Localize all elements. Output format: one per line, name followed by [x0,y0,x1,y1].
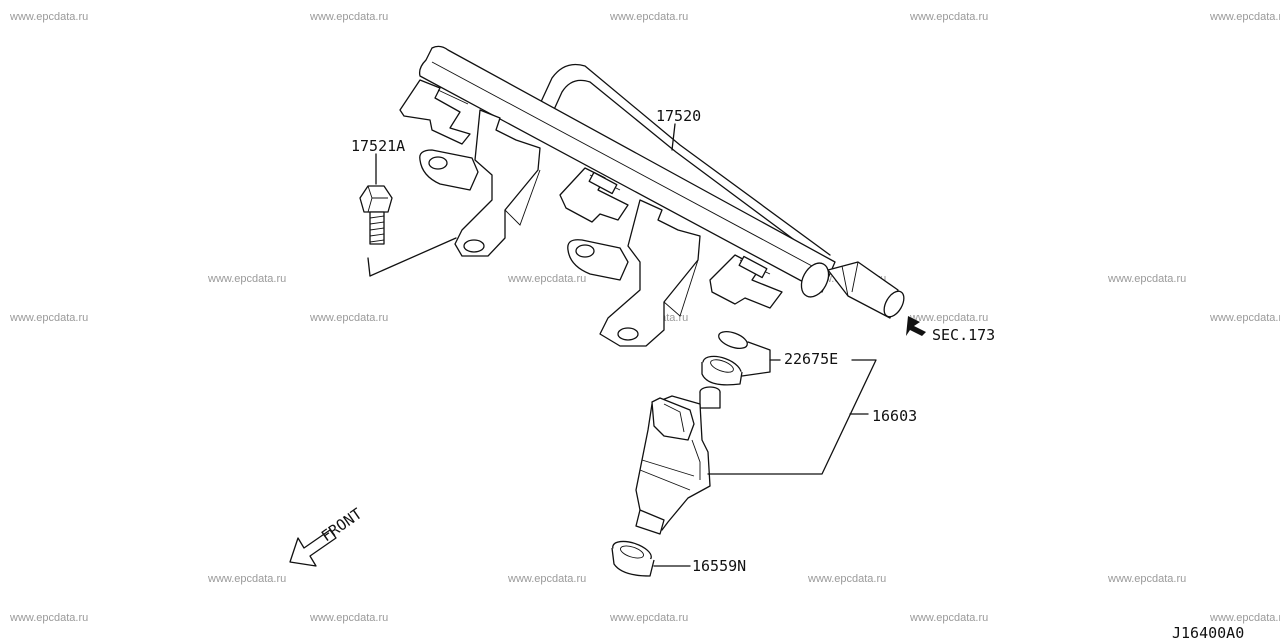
bolt-drawing [359,185,393,245]
watermark: www.epcdata.ru [609,11,688,23]
watermark: www.epcdata.ru [1209,11,1280,23]
leader-lines [367,123,877,567]
watermark: www.epcdata.ru [909,312,988,324]
callout-injector: 16603 [872,407,917,425]
watermark: www.epcdata.ru [207,573,286,585]
fuel-tube-drawing [399,45,905,347]
callout-bolt: 17521A [351,137,405,155]
watermark: www.epcdata.ru [909,11,988,23]
front-arrow [289,529,337,567]
watermark: www.epcdata.ru [609,612,688,624]
watermark: www.epcdata.ru [9,11,88,23]
callout-fuel-tube: 17520 [656,107,701,125]
watermark: www.epcdata.ru [1209,612,1280,624]
watermark: www.epcdata.ru [9,612,88,624]
callout-o-ring-set: 22675E [784,350,838,368]
watermark: www.epcdata.ru [1107,573,1186,585]
watermark: www.epcdata.ru [309,11,388,23]
section-reference: SEC.173 [932,326,995,344]
watermark: www.epcdata.ru [309,612,388,624]
watermark: www.epcdata.ru [207,273,286,285]
section-arrow [906,316,926,336]
insulator-drawing [611,540,655,577]
front-label: FRONT [318,505,365,546]
watermark: www.epcdata.ru [507,273,586,285]
watermark: www.epcdata.ru [309,312,388,324]
watermark: www.epcdata.ru [9,312,88,324]
injector-drawing [635,386,721,535]
watermark: www.epcdata.ru [909,612,988,624]
callout-insulator: 16559N [692,557,746,575]
o-ring-drawing [701,331,748,386]
watermark: www.epcdata.ru [507,573,586,585]
watermark: www.epcdata.ru [1107,273,1186,285]
watermark: www.epcdata.ru [1209,312,1280,324]
diagram-code: J16400A0 [1172,624,1244,640]
watermark: www.epcdata.ru [807,573,886,585]
